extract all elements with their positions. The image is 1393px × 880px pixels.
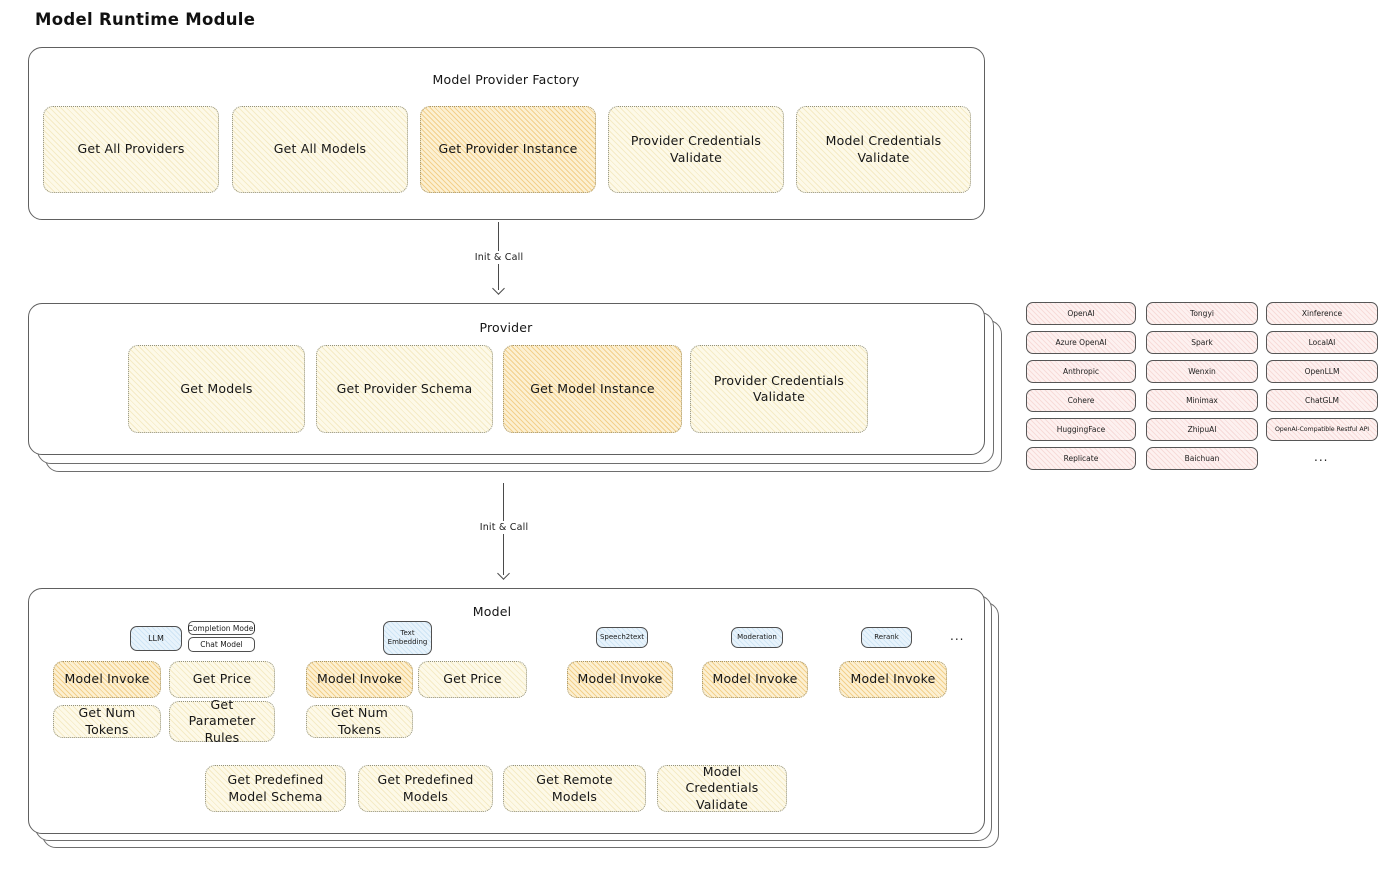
model-method-moderation-model-invoke: Model Invoke — [702, 661, 808, 698]
model-method-llm-model-invoke: Model Invoke — [53, 661, 161, 698]
provider-method-get-models: Get Models — [128, 345, 305, 433]
vendor-openai-compatible-restful-api: OpenAI-Compatible Restful API — [1266, 418, 1378, 441]
vendor-ellipsis: ... — [1314, 450, 1329, 464]
model-tag-rerank: Rerank — [861, 627, 912, 648]
model-method-model-credentials-validate: Model Credentials Validate — [657, 764, 787, 812]
model-tag-llm: LLM — [130, 626, 182, 651]
model-tag-ellipsis: ... — [950, 629, 965, 643]
model-method-rerank-model-invoke: Model Invoke — [839, 661, 947, 698]
vendor-anthropic: Anthropic — [1026, 360, 1136, 383]
vendor-openai: OpenAI — [1026, 302, 1136, 325]
vendor-wenxin: Wenxin — [1146, 360, 1258, 383]
vendor-cohere: Cohere — [1026, 389, 1136, 412]
vendor-replicate: Replicate — [1026, 447, 1136, 470]
model-method-get-remote-models: Get Remote Models — [503, 765, 646, 812]
vendor-minimax: Minimax — [1146, 389, 1258, 412]
factory-method-provider-credentials-validate: Provider Credentials Validate — [608, 106, 784, 193]
model-tag-chat-model: Chat Model — [188, 637, 255, 652]
vendor-chatglm: ChatGLM — [1266, 389, 1378, 412]
vendor-spark: Spark — [1146, 331, 1258, 354]
factory-title: Model Provider Factory — [432, 72, 580, 87]
factory-method-get-provider-instance: Get Provider Instance — [420, 106, 596, 193]
factory-method-get-all-providers: Get All Providers — [43, 106, 219, 193]
arrow-label-init-call-1: Init & Call — [470, 251, 528, 264]
vendor-openllm: OpenLLM — [1266, 360, 1378, 383]
model-method-llm-get-price: Get Price — [169, 661, 275, 698]
provider-method-get-provider-schema: Get Provider Schema — [316, 345, 493, 433]
vendor-localai: LocalAI — [1266, 331, 1378, 354]
model-method-get-predefined-models: Get Predefined Models — [358, 765, 493, 812]
vendor-huggingface: HuggingFace — [1026, 418, 1136, 441]
model-method-embedding-get-price: Get Price — [418, 661, 527, 698]
vendor-azure-openai: Azure OpenAI — [1026, 331, 1136, 354]
factory-method-get-all-models: Get All Models — [232, 106, 408, 193]
model-tag-text-embedding: Text Embedding — [383, 621, 432, 655]
arrowhead-provider-to-model-icon — [497, 567, 510, 580]
model-method-speech2text-model-invoke: Model Invoke — [567, 661, 673, 698]
model-tag-completion-model: Completion Model — [188, 621, 255, 635]
page-title: Model Runtime Module — [35, 10, 256, 29]
factory-method-model-credentials-validate: Model Credentials Validate — [796, 106, 971, 193]
model-method-embedding-get-num-tokens: Get Num Tokens — [306, 705, 413, 738]
vendor-tongyi: Tongyi — [1146, 302, 1258, 325]
provider-method-get-model-instance: Get Model Instance — [503, 345, 682, 433]
arrow-label-init-call-2: Init & Call — [475, 521, 533, 534]
model-tag-speech2text: Speech2text — [596, 627, 648, 648]
model-method-llm-get-num-tokens: Get Num Tokens — [53, 705, 161, 738]
model-method-embedding-model-invoke: Model Invoke — [306, 661, 413, 698]
model-method-llm-get-parameter-rules: Get Parameter Rules — [169, 697, 275, 745]
provider-method-provider-credentials-validate: Provider Credentials Validate — [690, 345, 868, 433]
vendor-xinference: Xinference — [1266, 302, 1378, 325]
model-tag-moderation: Moderation — [731, 627, 783, 648]
model-title: Model — [472, 604, 512, 619]
provider-title: Provider — [479, 320, 533, 335]
vendor-zhipuai: ZhipuAI — [1146, 418, 1258, 441]
model-method-get-predefined-model-schema: Get Predefined Model Schema — [205, 765, 346, 812]
arrowhead-factory-to-provider-icon — [492, 282, 505, 295]
vendor-baichuan: Baichuan — [1146, 447, 1258, 470]
